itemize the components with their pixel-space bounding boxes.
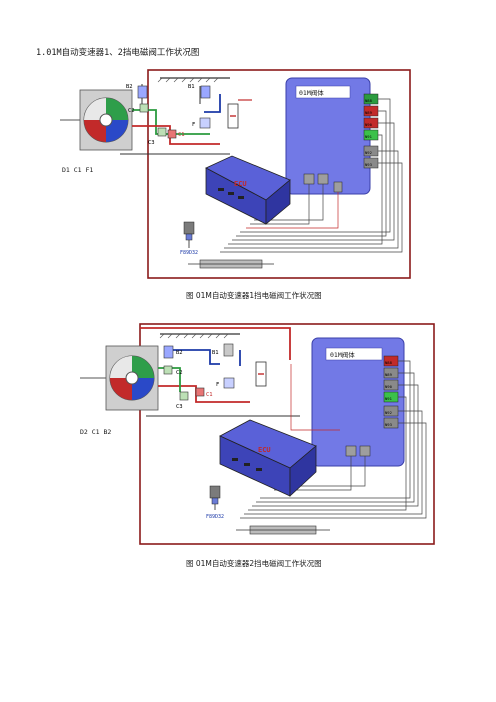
solenoid-stack	[383, 355, 399, 429]
state-label: D2 C1 B2	[80, 428, 111, 436]
label-C2: C2	[176, 370, 183, 376]
label-C1: C1	[206, 392, 213, 398]
solenoid-label-N93: N93	[365, 162, 372, 167]
solenoid-label-N90: N90	[365, 122, 373, 127]
ecu-label: ECU	[258, 446, 271, 454]
valve-body	[311, 337, 405, 467]
gear1-diagram: 01M阀体 ECU F89D32 D1 C1 F1 B2 B1 C2 C1 C3…	[60, 69, 411, 279]
valve-body-label: 01M阀体	[330, 350, 355, 359]
figure-1-caption: 图 01M自动变速器1挡电磁阀工作状况图	[186, 291, 322, 300]
clutch-C3	[179, 391, 189, 401]
figure-2-caption: 图 01M自动变速器2挡电磁阀工作状况图	[186, 559, 322, 568]
frame	[139, 323, 435, 545]
one-way-F	[199, 117, 211, 129]
ecu	[219, 419, 317, 497]
label-C2: C2	[128, 108, 135, 114]
speed-sensor	[183, 221, 195, 248]
label-B2: B2	[126, 84, 133, 90]
clutch-B1	[223, 343, 234, 357]
clutch-C3	[157, 127, 167, 137]
label-C3: C3	[148, 140, 155, 146]
valve-body-label-box	[295, 85, 351, 99]
clutch-C2	[139, 103, 149, 113]
label-C3: C3	[176, 404, 183, 410]
label-F: F	[192, 122, 195, 128]
gear2-diagram: 01M阀体 ECU F89D32 D2 C1 B2 B2 B1 C2 C1 C3…	[80, 323, 435, 545]
solenoid-stack	[363, 93, 379, 169]
solenoid-label-N89: N89	[365, 110, 373, 115]
solenoid-label-N91: N91	[365, 134, 373, 139]
clutch-B1	[200, 85, 211, 99]
solenoid-label-N92: N92	[365, 150, 372, 155]
label-B1: B1	[188, 84, 195, 90]
one-way-F	[223, 377, 235, 389]
torque-converter	[105, 345, 159, 411]
speed-sensor	[209, 485, 221, 510]
clutch-C1	[167, 129, 177, 139]
ecu	[205, 155, 291, 225]
sensor-label: F89D32	[206, 514, 224, 520]
clutch-C2	[163, 365, 173, 375]
state-label: D1 C1 F1	[62, 166, 93, 174]
label-B1: B1	[212, 350, 219, 356]
frame	[147, 69, 411, 279]
solenoid-label-N92: N92	[385, 410, 392, 415]
solenoid-label-N93: N93	[385, 422, 392, 427]
label-B2: B2	[176, 350, 183, 356]
ecu-label: ECU	[234, 180, 247, 188]
valve-body-label: 01M阀体	[299, 88, 324, 97]
solenoid-label-N88: N88	[365, 98, 373, 103]
clutch-B2	[163, 345, 174, 359]
document-heading: 1.01M自动变速器1、2挡电磁阀工作状况图	[36, 48, 200, 58]
torque-converter	[79, 89, 133, 151]
valve-body-label-box	[325, 347, 383, 361]
label-F: F	[216, 382, 219, 388]
label-C1: C1	[178, 132, 185, 138]
sensor-label: F89D32	[180, 250, 198, 256]
solenoid-label-N88: N88	[385, 360, 393, 365]
solenoid-label-N90: N90	[385, 384, 393, 389]
clutch-C1	[195, 387, 205, 397]
solenoid-label-N91: N91	[385, 396, 393, 401]
solenoid-label-N89: N89	[385, 372, 393, 377]
clutch-B2	[137, 85, 148, 99]
